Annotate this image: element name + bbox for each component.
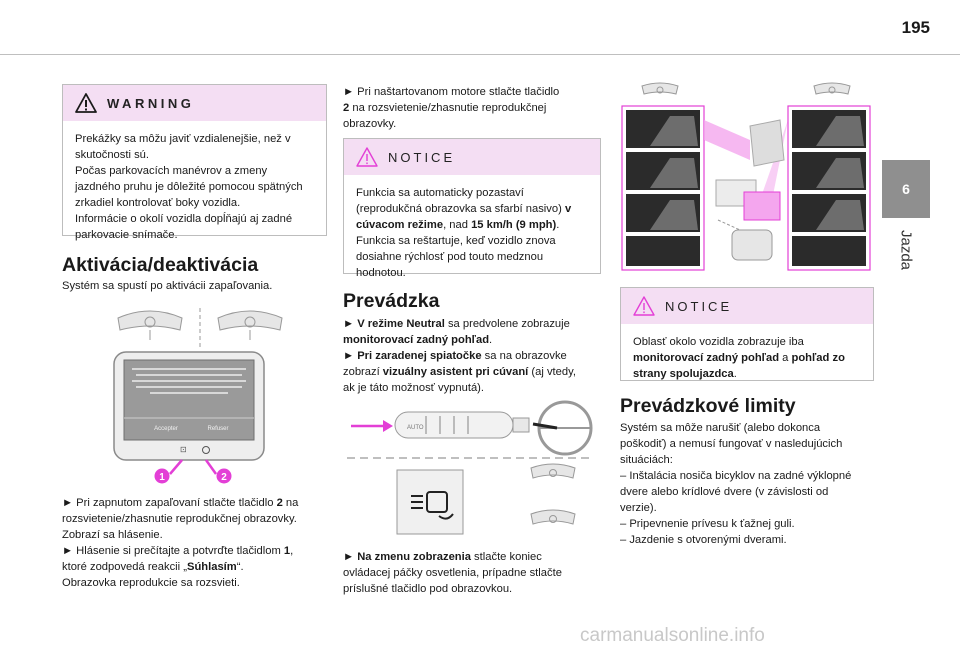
mirror-small-icon-2 [530, 509, 576, 525]
notice-text-1: Funkcia sa automaticky pozastaví (reprod… [356, 187, 572, 279]
steering-wheel-icon [532, 400, 593, 456]
notice-triangle-icon [356, 147, 378, 167]
camera-views-illustration [621, 82, 871, 271]
mirror-right-icon [217, 310, 283, 340]
lighting-stalk-illustration: AUTO [347, 400, 593, 535]
svg-text:Accepter: Accepter [154, 426, 178, 432]
change-view-instructions: ► Na zmenu zobrazenia stlačte koniec ovl… [343, 551, 562, 595]
limits-heading: Prevádzkové limity [620, 395, 796, 417]
watermark: carmanualsonline.info [580, 625, 765, 646]
mirror-small-icon-4 [813, 82, 851, 95]
page-number: 195 [901, 18, 930, 37]
mirror-left-icon [117, 310, 183, 340]
warning-triangle-icon [75, 93, 97, 113]
svg-text:2: 2 [221, 472, 227, 483]
mirror-small-icon-3 [641, 82, 679, 95]
activation-instructions: ► Pri zapnutom zapaľovaní stlačte tlačid… [62, 497, 299, 589]
header-divider [0, 54, 960, 55]
limits-text: Systém sa môže narušiť (alebo dokonca po… [620, 422, 852, 546]
notice-triangle-icon [633, 296, 655, 316]
notice-box-2: NOTICE Oblasť okolo vozidla zobrazuje ib… [620, 287, 874, 381]
warning-box: WARNING Prekážky sa môžu javiť vzdialene… [62, 84, 327, 241]
svg-text:⊡: ⊡ [180, 445, 187, 454]
column2-intro: ► Pri naštartovanom motore stlačte tlači… [343, 86, 560, 130]
notice-title-1: NOTICE [388, 149, 456, 165]
operation-heading: Prevádzka [343, 290, 440, 312]
svg-text:Refuser: Refuser [207, 426, 228, 432]
activation-intro: Systém sa spustí po aktivácii zapaľovani… [62, 280, 273, 292]
notice-title-2: NOTICE [665, 298, 733, 314]
svg-text:AUTO: AUTO [407, 425, 424, 431]
svg-text:1: 1 [159, 472, 165, 483]
chapter-tab[interactable]: 6 [882, 160, 930, 218]
warning-header: WARNING [63, 85, 326, 121]
notice-box-1: NOTICE Funkcia sa automaticky pozastaví … [343, 138, 601, 279]
chapter-title: Jazda [897, 229, 915, 271]
operation-instructions: ► V režime Neutral sa predvolene zobrazu… [343, 318, 576, 394]
notice-text-2: Oblasť okolo vozidla zobrazuje iba monit… [633, 336, 845, 380]
activation-screen-illustration: Accepter Refuser ⊡ 1 2 [113, 308, 283, 484]
notice-header-2: NOTICE [621, 288, 873, 324]
warning-title: WARNING [107, 95, 195, 111]
mirror-small-icon-1 [530, 463, 576, 479]
notice-header-1: NOTICE [344, 139, 600, 175]
camera-view-button-icon [411, 491, 454, 520]
warning-text: Prekážky sa môžu javiť vzdialenejšie, ne… [75, 133, 303, 241]
activation-heading: Aktivácia/deaktivácia [62, 254, 259, 276]
